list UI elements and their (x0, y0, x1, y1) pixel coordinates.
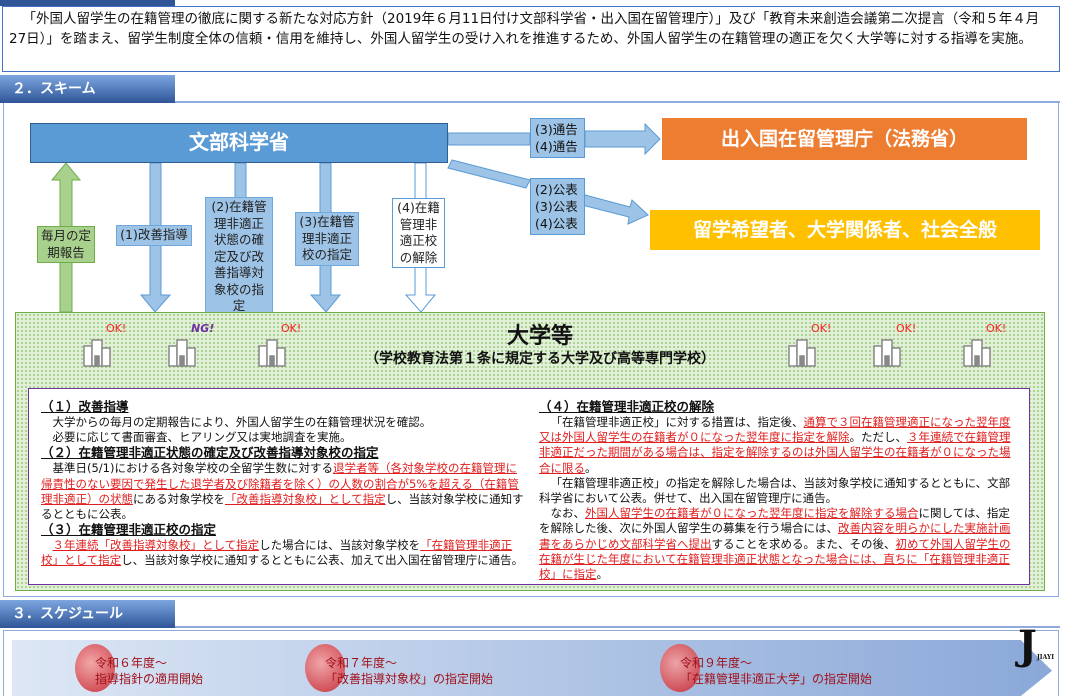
text-segment: 。 (596, 567, 609, 582)
highlighted-text: 改善内容を明らかにした実施計画書をあらかじめ文部科学省へ提出 (539, 521, 1011, 551)
milestone: 令和７年度～ 「改善指導対象校」の指定開始 (325, 655, 493, 687)
highlighted-text: 外国人留学生の在籍者が０になった翌年度に指定を解除する場合 (585, 506, 919, 521)
school-building-icon (788, 339, 816, 367)
arrow-label-2: (2)在籍管理非適正状態の確定及び改善指導対象校の指定 (205, 197, 273, 317)
top-header-bar (0, 0, 175, 6)
detail-paragraph: ３年連続「改善指導対象校」として指定した場合には、当該対象学校を「在籍管理非適正… (41, 538, 526, 568)
detail-paragraph: 大学からの毎月の定期報告により、外国人留学生の在籍管理状況を確認。 (41, 415, 526, 430)
text-segment: し、当該対象学校に通知するとともに公表、加えて出入国在留管理庁に通告。 (121, 553, 524, 568)
school-building-icon (873, 339, 901, 367)
milestone-desc: 「在籍管理非適正大学」の指定開始 (680, 672, 873, 686)
text-segment: することを求める。また、その後、 (711, 536, 896, 551)
milestone-desc: 指導指針の適用開始 (95, 672, 204, 686)
publish-3: (3)公表 (535, 199, 578, 214)
detail-paragraph: 「在籍管理非適正校」に対する措置は、指定後、通算で３回在籍管理適正になった翌年度… (539, 415, 1017, 476)
detail-heading: （１）改善指導 (41, 399, 129, 414)
highlighted-text: ３年連続「改善指導対象校」として指定 (52, 538, 260, 553)
text-segment: 必要に応じて書面審査、ヒアリング又は実地調査を実施。 (52, 430, 352, 445)
text-segment: なお、 (550, 506, 586, 521)
milestone-desc: 「改善指導対象校」の指定開始 (325, 672, 494, 686)
timeline-arrow (12, 640, 1052, 696)
arrow-label-4: (4)在籍管理非適正校の解除 (392, 198, 445, 268)
section-tab-scheme: ２．スキーム (0, 75, 175, 103)
ng-label: NG! (191, 322, 215, 335)
highlighted-text: 通算で３回在籍管理適正になった翌年度又は外国人留学生の在籍者が０になった翌年度に… (539, 415, 1011, 445)
notify-box: (3)通告 (4)通告 (530, 118, 585, 158)
monthly-report-label: 毎月の定期報告 (37, 226, 95, 263)
highlighted-text: 初めて外国人留学生の在籍が生じた年度において在籍管理非適正状態となった場合には、… (539, 536, 1011, 582)
ok-label: OK! (281, 322, 302, 335)
text-segment: し、当該対象学校に通知するとともに公表。 (41, 491, 524, 522)
ok-label: OK! (811, 322, 832, 335)
highlighted-text: ３年連続で在籍管理非適正だった期間がある場合は、指定を解除するのは外国人留学生の… (539, 430, 1011, 475)
text-segment: 「在籍管理非適正校」に対する措置は、指定後、 (550, 415, 804, 429)
text-segment: 「在籍管理非適正校」の指定を解除した場合は、当該対象学校に通知するとともに、文部… (539, 475, 1011, 506)
detail-heading: （２）在籍管理非適正状態の確定及び改善指導対象校の指定 (41, 445, 379, 461)
detail-paragraph: 基準日(5/1)における各対象学校の全留学生数に対する退学者等（各対象学校の在籍… (41, 461, 526, 522)
highlighted-text: 「改善指導対象校」として指定 (225, 491, 386, 506)
detail-paragraph: なお、外国人留学生の在籍者が０になった翌年度に指定を解除する場合に関しては、指定… (539, 506, 1017, 582)
jiayi-logo: JJIAYI (1018, 622, 1055, 669)
school-building-icon (83, 339, 111, 367)
text-segment: 。ただし、 (849, 430, 908, 445)
ok-label: OK! (986, 322, 1007, 335)
public-box: 留学希望者、大学関係者、社会全般 (650, 210, 1040, 250)
milestone-year: 令和７年度～ (325, 656, 398, 670)
intro-text: 「外国人留学生の在籍管理の徹底に関する新たな対応方針（2019年６月11日付け文… (2, 6, 1060, 72)
school-building-icon (963, 339, 991, 367)
logo-text: JIAYI (1036, 654, 1055, 661)
details-left: （１）改善指導大学からの毎月の定期報告により、外国人留学生の在籍管理状況を確認。… (41, 399, 526, 569)
details-panel: （１）改善指導大学からの毎月の定期報告により、外国人留学生の在籍管理状況を確認。… (28, 388, 1030, 585)
arrow-to-immigration (584, 122, 661, 156)
publish-2: (2)公表 (535, 182, 578, 197)
immigration-box: 出入国在留管理庁（法務省） (662, 118, 1027, 160)
section-tab-schedule: ３．スケジュール (0, 600, 175, 628)
milestone-year: 令和６年度～ (95, 656, 168, 670)
detail-paragraph: 「在籍管理非適正校」の指定を解除した場合は、当該対象学校に通知するとともに、文部… (539, 476, 1017, 506)
notify-4: (4)通告 (535, 139, 578, 154)
ok-label: OK! (896, 322, 917, 335)
school-building-icon (168, 339, 196, 367)
text-segment: した場合には、当該対象学校を (259, 538, 421, 553)
text-segment: に関しては、指定を解除した後、次に外国人留学生の募集を行う場合には、 (539, 506, 1010, 536)
notify-3: (3)通告 (535, 122, 578, 137)
arrow-to-public (581, 194, 649, 225)
details-right: （４）在籍管理非適正校の解除「在籍管理非適正校」に対する措置は、指定後、通算で３… (539, 399, 1017, 582)
arrow-to-publish (447, 159, 531, 189)
detail-heading: （４）在籍管理非適正校の解除 (539, 399, 715, 414)
highlighted-text: 「在籍管理非適正校」として指定 (41, 538, 513, 568)
arrow-to-notify (447, 132, 531, 146)
school-building-icon (258, 339, 286, 367)
milestone-marker (305, 644, 345, 692)
scheme-panel (3, 103, 1059, 597)
milestone: 令和９年度～ 「在籍管理非適正大学」の指定開始 (680, 655, 872, 687)
detail-paragraph: 必要に応じて書面審査、ヒアリング又は実地調査を実施。 (41, 430, 526, 445)
divider (175, 626, 1060, 628)
arrow-label-3: (3)在籍管理非適正校の指定 (295, 212, 359, 266)
milestone-year: 令和９年度～ (680, 656, 753, 670)
publish-box: (2)公表 (3)公表 (4)公表 (530, 178, 585, 235)
ok-label: OK! (106, 322, 127, 335)
highlighted-text: 退学者等（各対象学校の在籍管理に帰責性のない要因で発生した退学者及び除籍者を除く… (41, 461, 519, 506)
text-segment: 大学からの毎月の定期報告により、外国人留学生の在籍管理状況を確認。 (52, 415, 432, 429)
text-segment: にある対象学校を (133, 491, 225, 506)
mext-box: 文部科学省 (30, 123, 448, 163)
milestone-marker (660, 644, 700, 692)
milestone: 令和６年度～ 指導指針の適用開始 (95, 655, 203, 687)
divider (175, 101, 1060, 103)
text-segment: 。 (585, 460, 597, 475)
university-subtitle: （学校教育法第１条に規定する大学及び高等専門学校） (365, 351, 715, 367)
publish-4: (4)公表 (535, 216, 578, 231)
arrow-label-1: (1)改善指導 (116, 225, 192, 246)
university-title: 大学等 (506, 324, 573, 349)
detail-heading: （３）在籍管理非適正校の指定 (41, 522, 217, 538)
schedule-panel (3, 630, 1059, 696)
milestone-marker (75, 644, 115, 692)
text-segment: 基準日(5/1)における各対象学校の全留学生数に対する (52, 461, 333, 476)
